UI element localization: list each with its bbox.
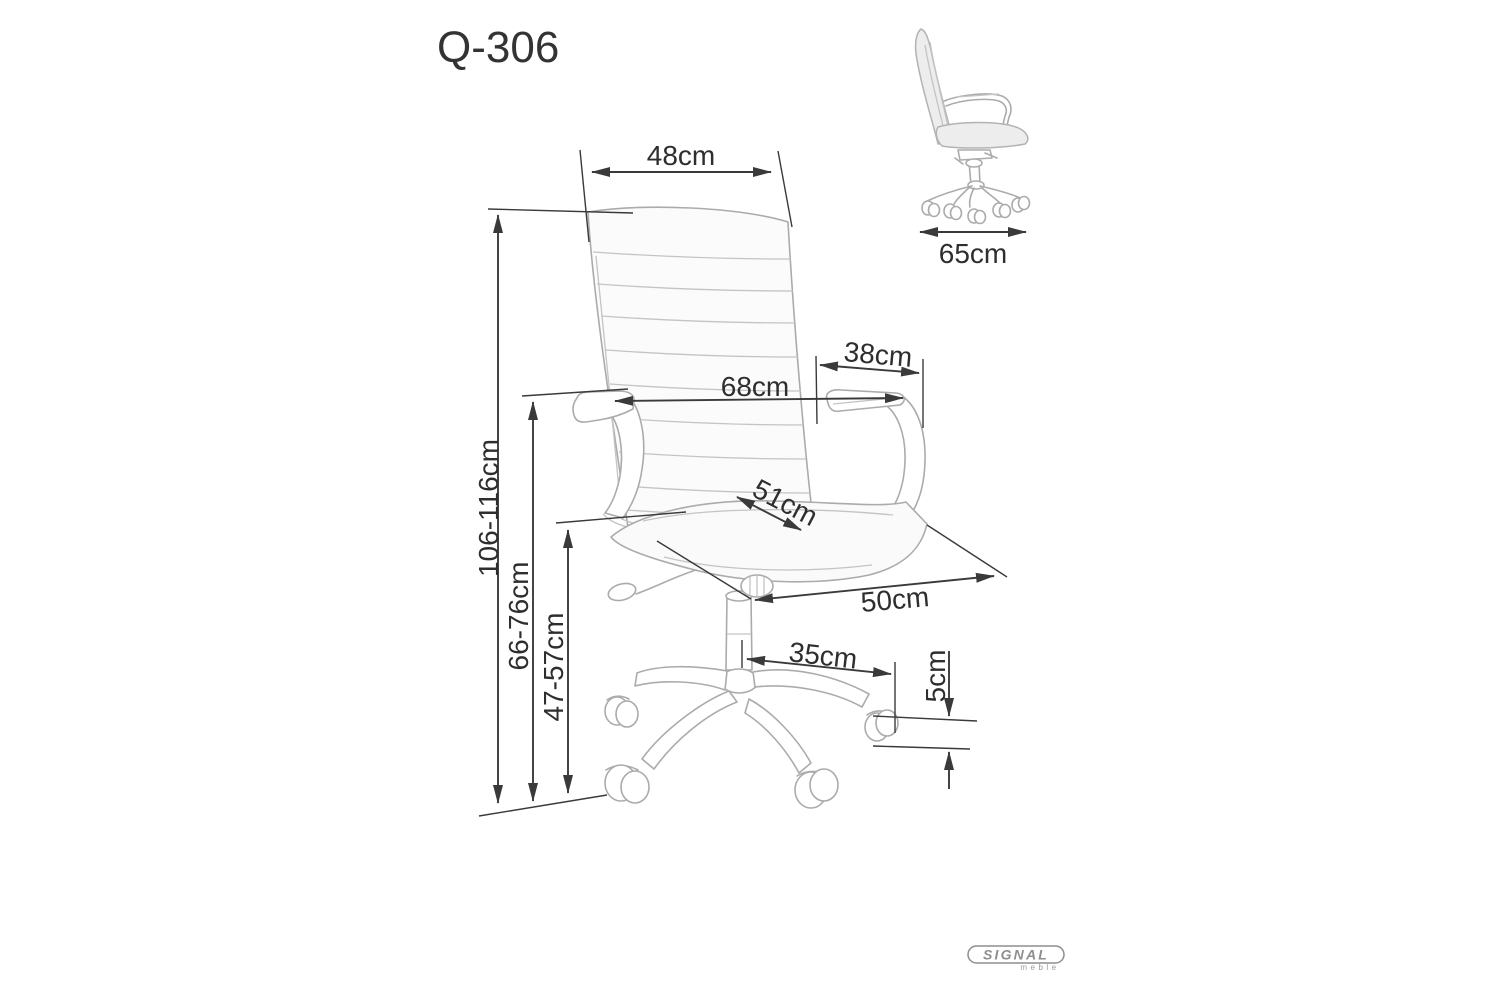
logo-pill-outline [967,945,1065,964]
dimension-base-arm-reach [741,640,896,733]
label-backrest-width: 48cm [647,140,715,171]
tilt-lever-rod [635,569,697,595]
dimension-armrest-length [815,355,924,428]
label-seat-height: 47-57cm [538,613,569,722]
dimension-backrest-width [579,149,793,243]
dimension-armrest-height [521,388,629,802]
label-armrest-height: 66-76cm [503,562,534,671]
label-armrest-length: 38cm [843,336,914,373]
ground-line [478,794,608,817]
casters [604,695,899,809]
brand-logo: SIGNAL meble [967,945,1065,972]
dimension-overall-width [614,393,904,406]
page-title: Q-306 [437,23,559,72]
label-base-arm-reach: 35cm [787,636,859,675]
tilt-lever-handle [607,582,637,602]
label-seat-width: 50cm [860,581,931,618]
side-seat [935,121,1029,149]
side-casters [921,195,1031,225]
side-base-legs [926,185,1021,208]
base-legs [634,665,870,774]
side-mechanism [954,149,998,190]
dimension-overall-height [487,208,634,804]
label-overall-width: 68cm [721,371,789,402]
chair-base [604,590,899,809]
dimension-lines [478,149,1027,817]
labels: Q-306 48cm 65cm 38cm 68cm 51cm 50cm 35cm… [437,23,1007,721]
dimension-seat-width [656,524,1008,604]
office-chair-front-drawing [572,206,928,809]
logo-brand: SIGNAL [983,947,1049,963]
dimension-seat-depth [736,496,802,531]
label-overall-height: 106-116cm [473,439,504,577]
dimension-seat-height [555,511,687,794]
logo-subtitle: meble [1020,963,1059,972]
dimension-caster-height [872,651,978,789]
label-overall-depth: 65cm [939,238,1007,269]
office-chair-side-drawing [914,28,1031,225]
label-caster-height: 5cm [920,650,951,703]
